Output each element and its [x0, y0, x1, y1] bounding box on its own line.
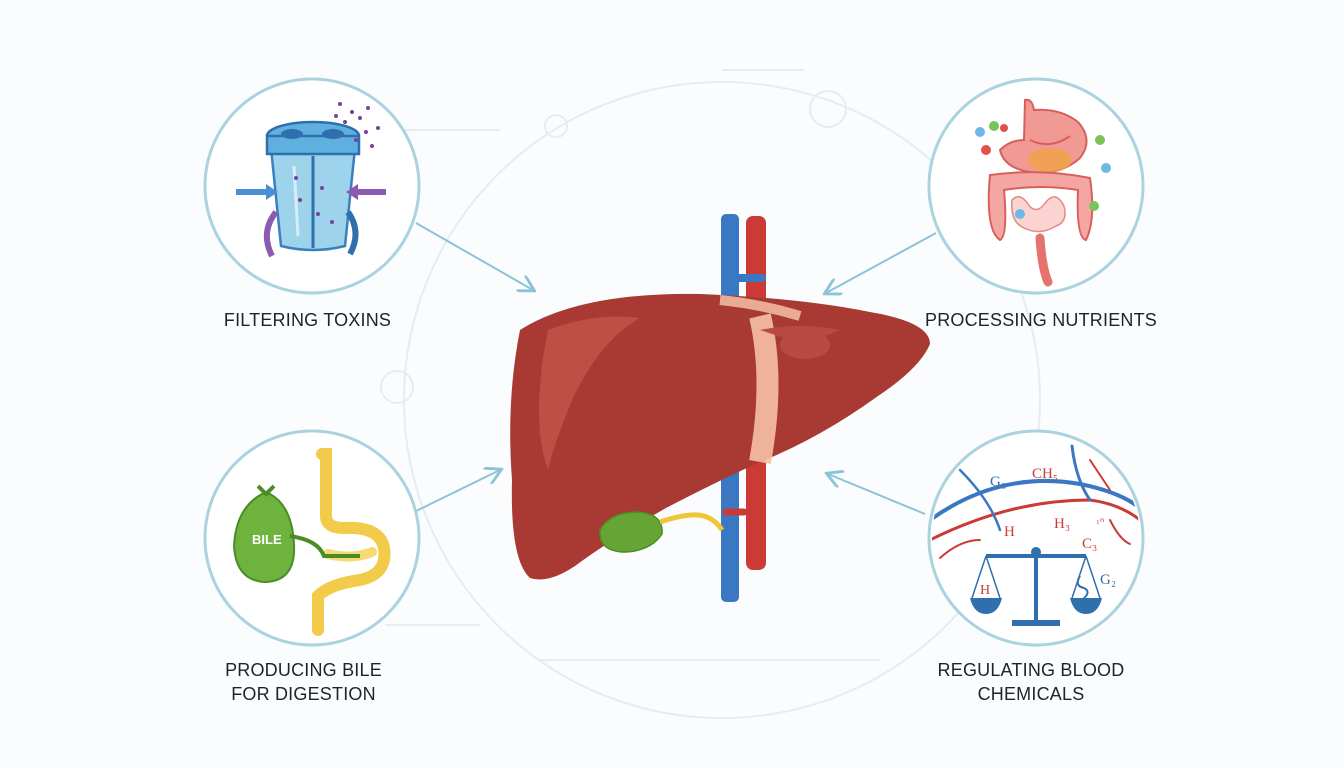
liver-illustration [510, 214, 930, 602]
chem-label-g3: G₃ [990, 474, 1006, 490]
label-regulating-blood: REGULATING BLOOD CHEMICALS [916, 658, 1146, 706]
chem-label-h: H [1004, 524, 1015, 540]
connector-arrows [411, 222, 937, 515]
label-filtering-toxins: FILTERING TOXINS [200, 308, 415, 332]
label-bile-line2: FOR DIGESTION [231, 684, 376, 704]
liver-gallbladder [599, 511, 663, 553]
chem-label-small: ₁ₙ [1096, 513, 1104, 525]
gallbladder-bile-icon: BILE [232, 448, 391, 636]
chem-label-g2: G₂ [1100, 572, 1116, 588]
label-processing-nutrients: PROCESSING NUTRIENTS [916, 308, 1166, 332]
label-filtering-text: FILTERING TOXINS [223, 310, 392, 330]
label-bile-line1: PRODUCING BILE [225, 660, 382, 680]
digestive-icon [975, 98, 1111, 287]
arrow-blood [828, 474, 926, 515]
liver-body [510, 293, 930, 580]
scale-label-h: H [980, 583, 990, 598]
label-blood-line1: REGULATING BLOOD [937, 660, 1125, 680]
background-decoration [380, 69, 1041, 719]
chem-label-ch5: CH₅ [1032, 466, 1058, 482]
arrow-bile [411, 470, 500, 514]
bile-sac-label: BILE [252, 532, 282, 547]
blood-chemistry-icon: G₃ CH₅ H H₃ C₃ G₂ ₁ₙ H [932, 444, 1140, 626]
arrow-filtering [415, 222, 533, 290]
arrow-nutrients [826, 232, 937, 293]
label-blood-line2: CHEMICALS [977, 684, 1085, 704]
bile-circle [203, 429, 421, 647]
chem-label-h3: H₃ [1054, 516, 1070, 532]
label-producing-bile: PRODUCING BILE FOR DIGESTION [196, 658, 411, 706]
label-nutrients-text: PROCESSING NUTRIENTS [924, 310, 1158, 330]
chem-label-c3: C₃ [1082, 536, 1097, 552]
filter-icon [236, 102, 386, 258]
